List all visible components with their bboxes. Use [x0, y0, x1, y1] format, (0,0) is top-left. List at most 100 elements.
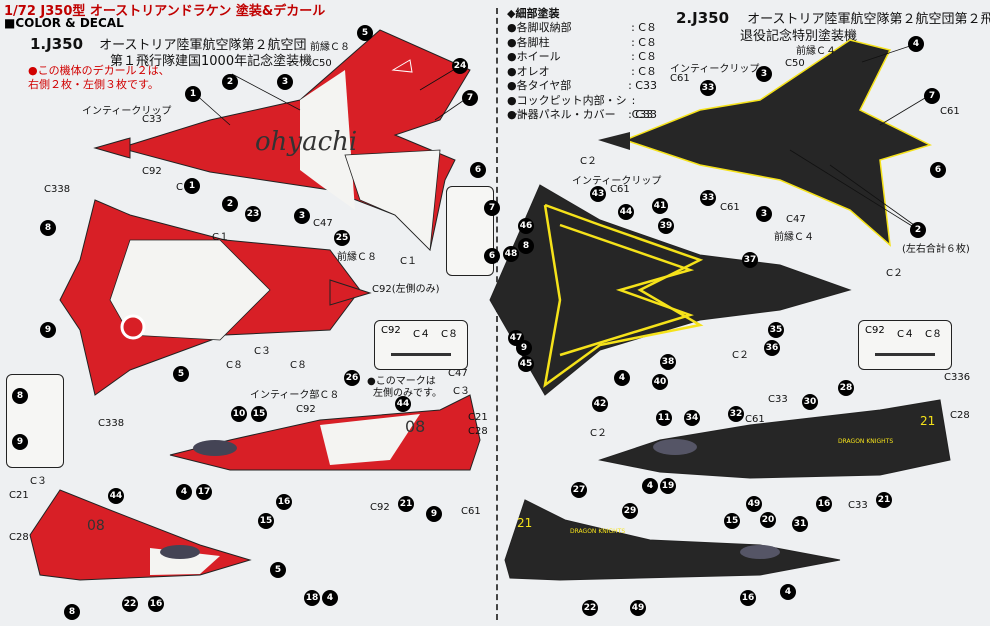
callout-number: 5 — [270, 562, 286, 578]
callout-number: 49 — [746, 496, 762, 512]
scheme1-number: 1.J350 — [30, 35, 84, 53]
callout-number: 5 — [173, 366, 189, 382]
callout-number: 22 — [122, 596, 138, 612]
scheme2-canopy-left — [740, 545, 780, 559]
legend-code: : C８ — [631, 64, 657, 78]
callout-number: 20 — [760, 512, 776, 528]
callout-number: 18 — [304, 590, 320, 606]
label-c28: C28 — [468, 426, 488, 437]
scheme2-tail-code: 21 — [517, 516, 532, 530]
scheme1-bottom-white — [109, 239, 271, 341]
callout-number: 37 — [742, 252, 758, 268]
callout-number: 6 — [470, 162, 486, 178]
legend-item: ●計器パネル・カバー — [507, 108, 616, 121]
scheme2-number: 2.J350 — [676, 9, 730, 27]
label-mark-note: ●このマークは — [367, 376, 436, 387]
callout-number: 3 — [277, 74, 293, 90]
callout-number: 1 — [185, 86, 201, 102]
callout-number: 15 — [258, 513, 274, 529]
callout-number: 34 — [684, 410, 700, 426]
callout-number: 9 — [40, 322, 56, 338]
callout-number: 16 — [740, 590, 756, 606]
callout-number: 36 — [764, 340, 780, 356]
callout-number: 21 — [398, 496, 414, 512]
pitot-probe — [391, 353, 451, 356]
scheme-divider — [496, 8, 498, 620]
label-c1: C１ — [400, 256, 417, 267]
label-c33: C33 — [768, 394, 788, 405]
callout-number: 4 — [780, 584, 796, 600]
callout-number: 44 — [108, 488, 124, 504]
legend-item: ●ホイール — [507, 50, 561, 63]
scheme2-line2: 退役記念特別塗装機 — [740, 29, 858, 44]
scheme1-note-line: 右側２枚・左側３枚です。 — [28, 78, 159, 91]
legend-item: ●各脚柱 — [507, 35, 550, 49]
scheme2-bottom-yellow-chevron — [559, 223, 695, 357]
scheme1-bottom-view — [59, 199, 372, 396]
label-c92: C92 — [370, 502, 390, 513]
callout-number: 38 — [660, 354, 676, 370]
legend-code: : C33 — [628, 79, 657, 92]
callout-number: 33 — [700, 80, 716, 96]
label-c3: C３ — [453, 386, 470, 397]
callout-number: 15 — [724, 513, 740, 529]
legend-row: ●オレオ: C８ — [507, 65, 657, 80]
scheme2-tail-code: 21 — [920, 414, 935, 428]
callout-number: 3 — [756, 66, 772, 82]
callout-number: 21 — [876, 492, 892, 508]
label-c336: C336 — [944, 372, 971, 383]
callout-number: 4 — [176, 484, 192, 500]
scheme2-top-wing — [622, 39, 933, 247]
callout-number: 9 — [12, 434, 28, 450]
label-c2: C２ — [580, 156, 597, 167]
scheme2-side-left-body — [504, 499, 841, 581]
scheme2-dragon-text: DRAGON KNIGHTS — [570, 528, 625, 535]
callout-number: 49 — [630, 600, 646, 616]
callout-number: 7 — [462, 90, 478, 106]
label-c61: C61 — [461, 506, 481, 517]
callout-number: 17 — [196, 484, 212, 500]
callout-number: 4 — [642, 478, 658, 494]
callout-number: 8 — [12, 388, 28, 404]
label-front-c8: 前縁Ｃ８ — [310, 42, 350, 53]
callout-number: 19 — [660, 478, 676, 494]
label-front-c8: 前縁Ｃ８ — [337, 252, 377, 263]
label-c2: C２ — [590, 428, 607, 439]
scheme2-canopy-right — [653, 439, 697, 455]
pitot-color-box: C92 C４ C８ — [858, 320, 952, 370]
label-front-c4: 前縁Ｃ４ — [796, 46, 836, 57]
label-c2: C２ — [886, 268, 903, 279]
scheme2-line1: オーストリア陸軍航空隊第２航空団第２飛行隊 — [747, 12, 990, 27]
callout-number: 16 — [816, 496, 832, 512]
label-c61: C61 — [940, 106, 960, 117]
callout-number: 43 — [590, 186, 606, 202]
callout-number: 24 — [452, 58, 468, 74]
label-c50: C50 — [312, 58, 332, 69]
label-c92: C92 — [296, 404, 316, 415]
callout-number: 33 — [700, 190, 716, 206]
legend-item: ●各脚収納部 — [507, 21, 572, 34]
decal-inset-8-9 — [6, 374, 64, 468]
scheme1-bottom-nose — [329, 279, 372, 306]
callout-number: 29 — [622, 503, 638, 519]
scheme1-tail-code: 08 — [87, 518, 105, 534]
legend-row: ●計器パネル・カバー: C33 — [507, 108, 657, 123]
callout-number: 39 — [658, 218, 674, 234]
scheme1-side-view-left: 08 — [29, 489, 252, 581]
callout-number: 7 — [484, 200, 500, 216]
scheme1-line2: 第１飛行隊建国1000年記念塗装機 — [110, 54, 313, 69]
legend-code: : C８ — [631, 21, 657, 34]
label-c92: C92 — [142, 166, 162, 177]
label-c61: C61 — [670, 73, 690, 84]
legend-code: : C８ — [631, 35, 657, 49]
scheme2-bottom-yellow-stripes — [543, 203, 704, 388]
label-c28: C28 — [950, 410, 970, 421]
label-six-pieces: (左右合計６枚) — [902, 244, 970, 255]
callout-number: 40 — [652, 374, 668, 390]
label-c92-left: C92(左側のみ) — [372, 284, 440, 295]
scheme2-side-right-body — [598, 399, 951, 479]
callout-number: 3 — [294, 208, 310, 224]
legend-row: ●各タイヤ部: C33 — [507, 79, 657, 94]
